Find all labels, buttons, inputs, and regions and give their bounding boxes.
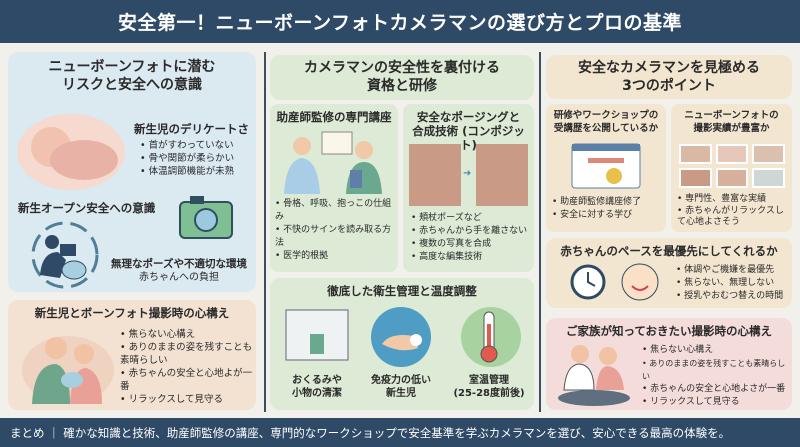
list-item: 赤ちゃんの安全と心地よさが一番 xyxy=(642,383,792,396)
points-title: 安全なカメラマンを見極める xyxy=(578,60,760,76)
list-item: 骨格、呼吸、抱っこの仕組み xyxy=(275,198,396,224)
list-item: 専門性、豊富な実績 xyxy=(677,194,791,206)
thermometer-icon xyxy=(461,307,521,367)
page-title: 安全第一！ニューボーンフォトカメラマンの選び方とプロの基準 xyxy=(0,0,800,43)
arrow-icon: ➜ xyxy=(463,168,472,179)
studio-icon xyxy=(285,309,349,361)
hygiene-panel: 徹底した衛生管理と温度調整 おくるみや小物の清潔 免疫力の低い新生児 室温管理 (… xyxy=(270,278,534,410)
list-item: 不快のサインを読み取る方法 xyxy=(275,224,396,250)
hygiene-caption: 新生児 xyxy=(386,388,416,399)
gallery-photo xyxy=(752,168,785,188)
list-item: 焦らない心構え xyxy=(642,344,792,357)
qualification-title-2: 資格と研修 xyxy=(367,78,437,94)
delicate-title: 新生児のデリケートさ xyxy=(134,122,249,136)
gallery-photo xyxy=(715,144,749,164)
list-item: 医学的根拠 xyxy=(275,250,396,263)
gallery-photo xyxy=(679,144,712,164)
list-item: 体温調節機能が未熟 xyxy=(140,165,254,178)
hygiene-caption: 免疫力の低い xyxy=(371,375,431,386)
training-panel: 研修やワークショップの 受講歴を公開しているか 助産師監修講座修了 安全に対する… xyxy=(546,104,666,232)
gallery-photo xyxy=(752,144,785,164)
list-item: 頬杖ポーズなど xyxy=(411,212,533,225)
list-item: 焦らない、無理しない xyxy=(676,277,792,290)
list-item: 骨や関節が柔らかい xyxy=(140,152,254,165)
composite-after-photo xyxy=(476,144,528,206)
photographer-icon xyxy=(31,221,99,289)
clock-icon xyxy=(570,264,606,300)
sleeping-baby-icon xyxy=(17,114,125,190)
list-item: 赤ちゃんがリラックスして心地よさそう xyxy=(677,206,791,229)
pace-title: 赤ちゃんのペースを最優先にしてくれるか xyxy=(560,244,778,258)
hygiene-title: 徹底した衛生管理と温度調整 xyxy=(327,284,477,298)
list-item: ありのままの姿を残すことも素晴らしい xyxy=(642,357,792,383)
list-item: 赤ちゃんから手を離さない xyxy=(411,225,533,238)
smiling-baby-icon xyxy=(621,263,659,301)
training-title-2: 受講歴を公開しているか xyxy=(553,123,659,134)
list-item: 首がすわっていない xyxy=(140,139,254,152)
list-item: 安全に対する学び xyxy=(552,209,664,222)
list-item: 体調やご機嫌を最優先 xyxy=(676,264,792,277)
list-item: リラックスして見守る xyxy=(642,396,792,409)
list-item: 複数の写真を合成 xyxy=(411,238,533,251)
column-divider xyxy=(539,52,541,412)
record-title: ニューボーンフォトの xyxy=(684,110,779,121)
course-title: 助産師監修の専門講座 xyxy=(276,110,392,124)
column-divider xyxy=(264,52,266,412)
risk-panel: ニューボーンフォトに潜む リスクと安全への意識 新生児のデリケートさ 首がすわっ… xyxy=(8,52,256,292)
hygiene-caption: 小物の清潔 xyxy=(292,388,342,399)
record-panel: ニューボーンフォトの 撮影実績が豊富か 専門性、豊富な実績 赤ちゃんがリラックス… xyxy=(671,104,792,232)
posing-title-2: 合成技術 (コンポジット) xyxy=(412,124,525,152)
posing-title: 安全なポージングと xyxy=(416,110,521,124)
handwashing-icon xyxy=(371,307,431,367)
gallery-photo xyxy=(679,168,712,188)
family-title: ご家族が知っておきたい撮影時の心構え xyxy=(565,324,773,338)
gallery-photo xyxy=(715,168,749,188)
training-title: 研修やワークショップの xyxy=(553,110,659,121)
list-item: 授乳やおむつ替えの時間 xyxy=(676,290,792,303)
qualification-title: カメラマンの安全性を裏付ける xyxy=(304,60,500,76)
course-panel: 助産師監修の専門講座 骨格、呼吸、抱っこの仕組み 不快のサインを読み取る方法 医… xyxy=(270,104,398,272)
composite-before-photo xyxy=(409,144,461,206)
list-item: ありのままの姿を残すことも素晴らしい xyxy=(120,341,256,367)
qualification-title-box: カメラマンの安全性を裏付ける 資格と研修 xyxy=(270,55,534,100)
list-item: 高度な編集技術 xyxy=(411,251,533,264)
midwife-nurse-icon xyxy=(284,131,382,194)
posing-panel: 安全なポージングと 合成技術 (コンポジット) ➜ 頬杖ポーズなど 赤ちゃんから… xyxy=(403,104,534,272)
hygiene-caption: (25-28度前後) xyxy=(453,388,525,399)
certificate-webpage-icon xyxy=(571,143,641,189)
burden-subtext: 赤ちゃんへの負担 xyxy=(139,272,219,283)
risk-title-2: リスクと安全への意識 xyxy=(62,77,202,93)
family-panel: ご家族が知っておきたい撮影時の心構え 焦らない心構え ありのままの姿を残すことも… xyxy=(546,318,792,410)
risk-title: ニューボーンフォトに潜む xyxy=(48,59,216,75)
points-title-box: 安全なカメラマンを見極める 3つのポイント xyxy=(546,55,792,99)
record-title-2: 撮影実績が豊富か xyxy=(693,123,770,134)
list-item: 焦らない心構え xyxy=(120,328,256,341)
mindset-panel: 新生児とボーンフォト撮影時の心構え 焦らない心構え ありのままの姿を残すことも素… xyxy=(8,300,256,410)
list-item: リラックスして見守る xyxy=(120,393,256,406)
family-icon xyxy=(558,345,630,406)
photo-gallery xyxy=(679,144,785,188)
list-item: 赤ちゃんの安全と心地よが一番 xyxy=(120,367,256,393)
parents-icon xyxy=(22,336,114,404)
pace-panel: 赤ちゃんのペースを最優先にしてくれるか 体調やご機嫌を最優先 焦らない、無理しな… xyxy=(546,238,792,308)
hygiene-caption: 室温管理 xyxy=(469,375,509,386)
summary-footer: まとめ ｜ 確かな知識と技術、助産師監修の講座、専門的なワークショップで安全基準… xyxy=(0,418,800,447)
awareness-title: 新生オープン安全への意識 xyxy=(18,201,156,215)
camera-icon xyxy=(179,196,233,239)
hygiene-caption: おくるみや xyxy=(292,375,342,386)
points-title-2: 3つのポイント xyxy=(622,78,716,94)
burden-text: 無理なポーズや不適切な環境 xyxy=(111,258,247,270)
list-item: 助産師監修講座修了 xyxy=(552,196,664,209)
mindset-title: 新生児とボーンフォト撮影時の心構え xyxy=(34,306,230,320)
